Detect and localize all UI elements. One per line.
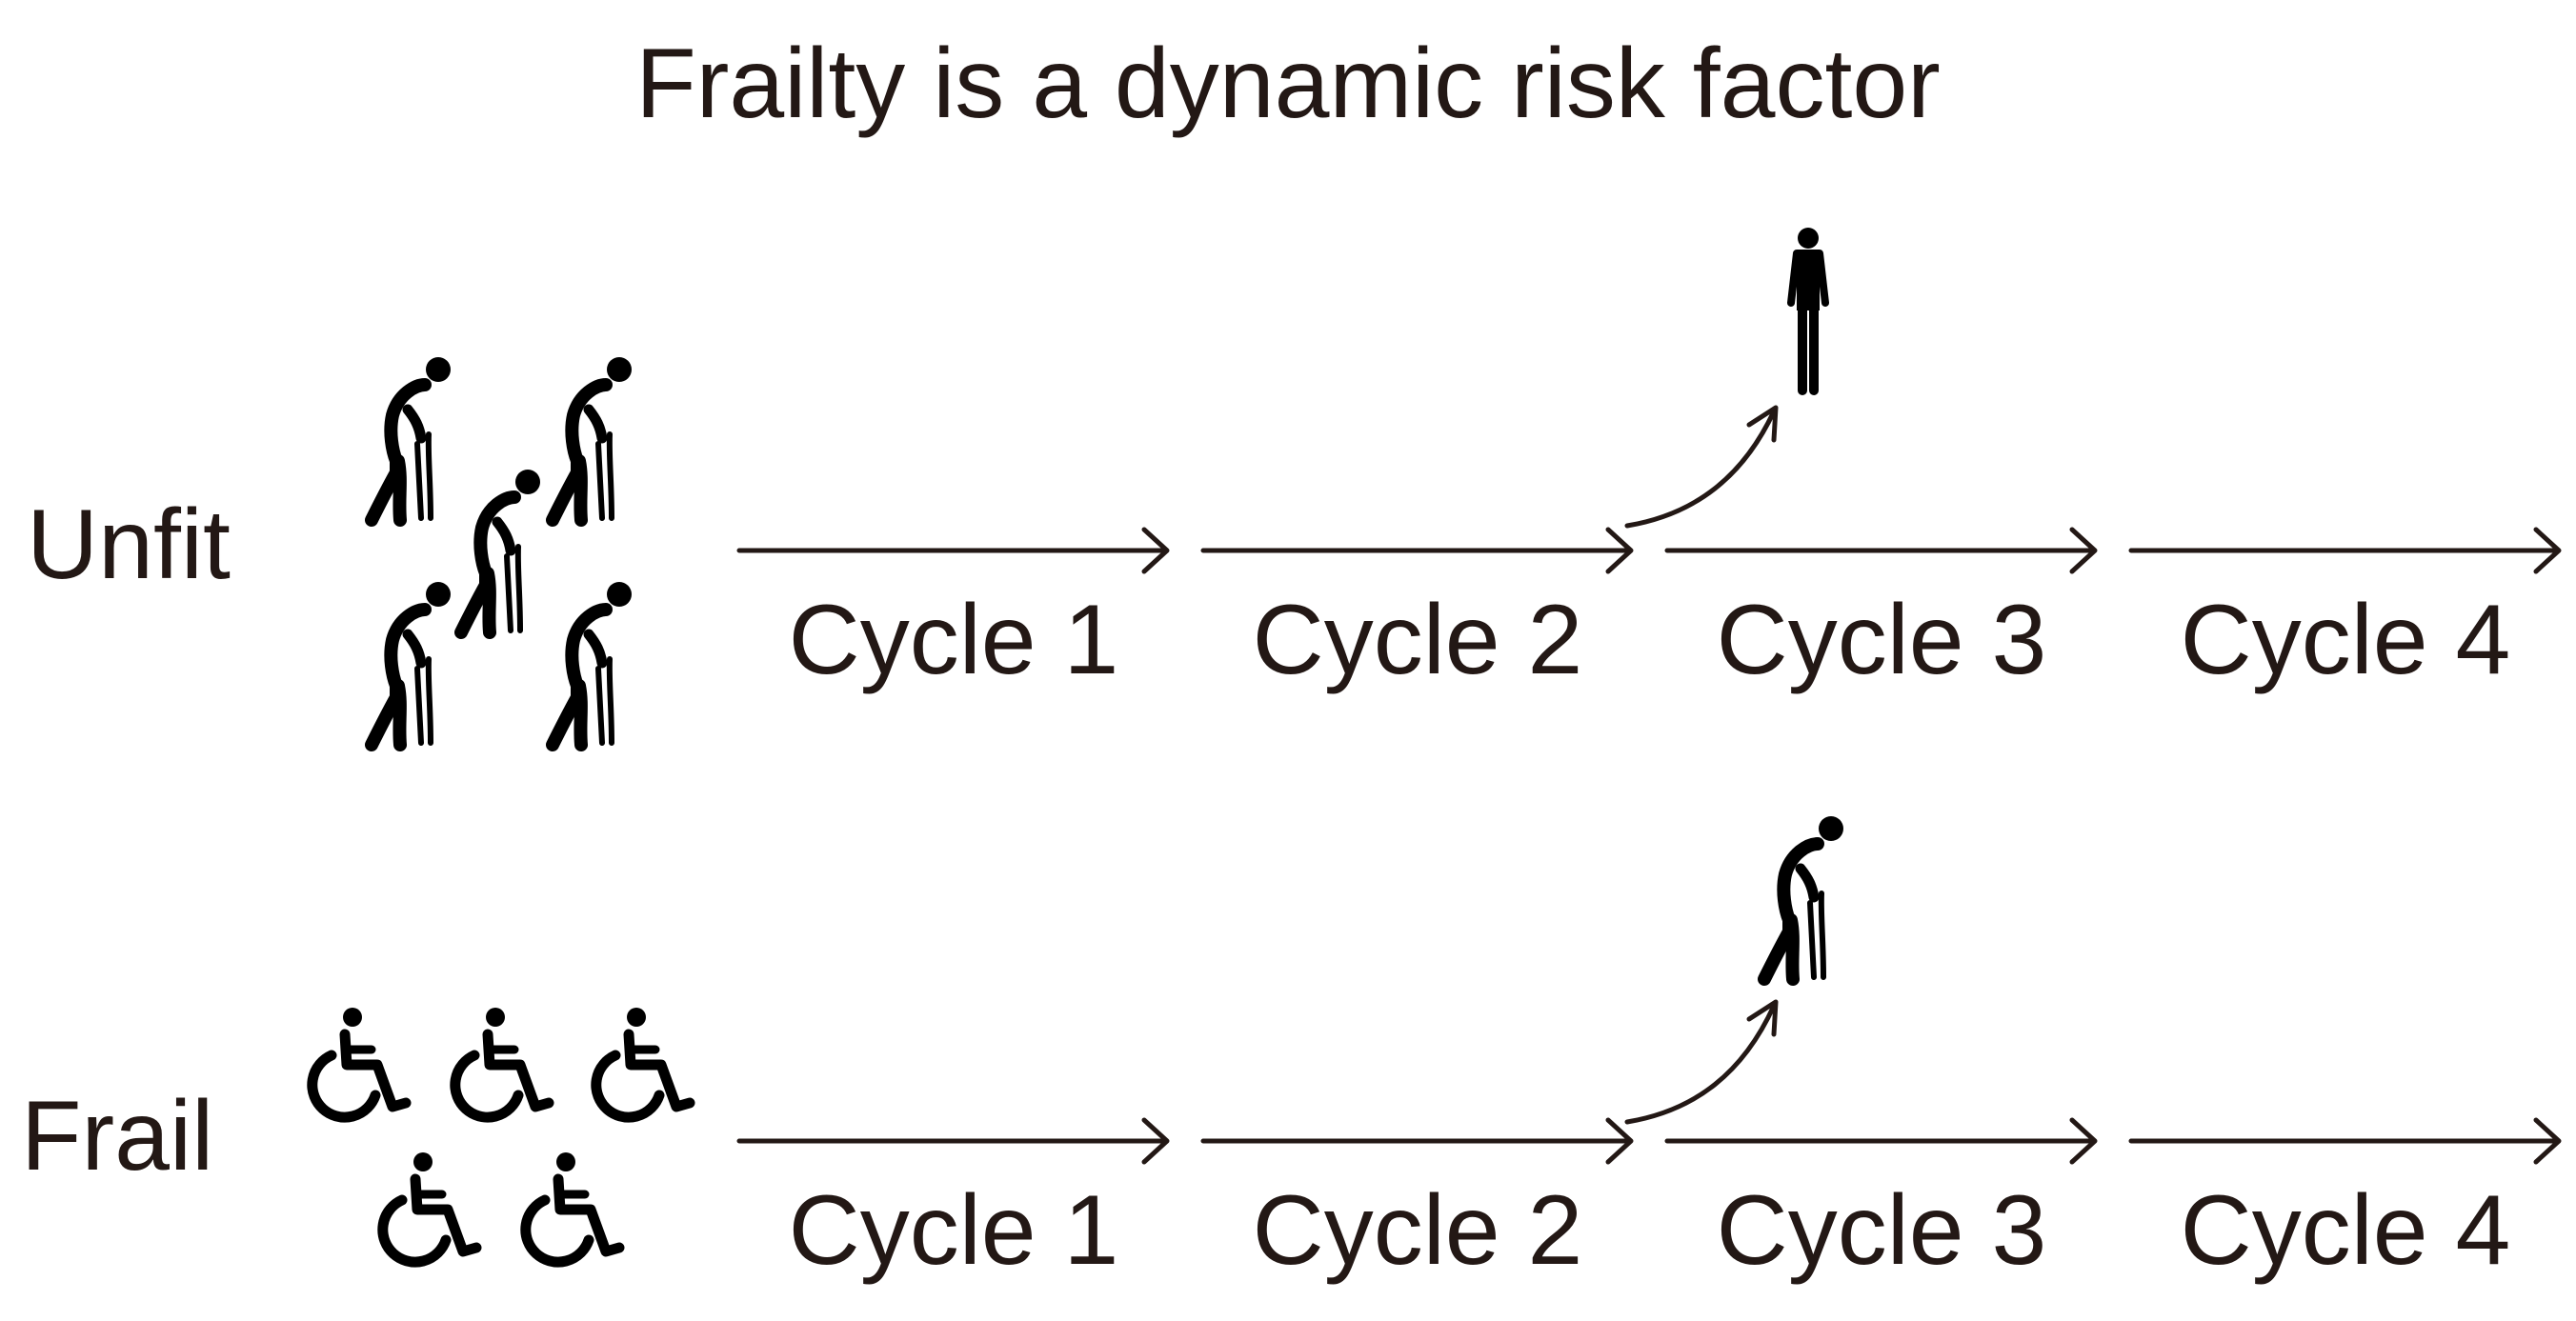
- frail-cycle-1-arrow: [736, 1117, 1170, 1165]
- unfit-cycle-4-arrow: [2128, 527, 2562, 574]
- unfit-person-2-icon: [553, 357, 632, 520]
- frail-person-2-icon: [455, 1008, 549, 1117]
- frail-cycle-3-label: Cycle 3: [1716, 1175, 2047, 1286]
- frail-cycle-2-label: Cycle 2: [1252, 1175, 1583, 1286]
- unfit-person-5-icon: [553, 582, 632, 745]
- unfit-cycle-2-arrow: [1200, 527, 1634, 574]
- unfit-cycle-4-label: Cycle 4: [2180, 585, 2511, 695]
- frail-cycle-4-arrow: [2128, 1117, 2562, 1165]
- frail-cycle-4-label: Cycle 4: [2180, 1175, 2511, 1286]
- unfit-cycle-2-label: Cycle 2: [1252, 585, 1583, 695]
- frail-person-4-icon: [383, 1152, 476, 1262]
- row-label-frail: Frail: [21, 1081, 214, 1191]
- frail-cycle-1-label: Cycle 1: [788, 1175, 1119, 1286]
- unfit-cycle-1-label: Cycle 1: [788, 585, 1119, 695]
- unfit-cycle-3-label: Cycle 3: [1716, 585, 2047, 695]
- unfit-person-1-icon: [372, 357, 451, 520]
- unfit-person-4-icon: [372, 582, 451, 745]
- row-label-unfit: Unfit: [27, 490, 231, 600]
- frail-improved-elderly-person-icon: [1764, 816, 1843, 979]
- frail-person-5-icon: [526, 1152, 619, 1262]
- frail-person-3-icon: [596, 1008, 690, 1117]
- diagram-title: Frailty is a dynamic risk factor: [635, 29, 1941, 139]
- unfit-cycle-1-arrow: [736, 527, 1170, 574]
- frail-person-1-icon: [312, 1008, 406, 1117]
- unfit-improved-standing-person-icon: [1791, 228, 1825, 390]
- frail-cycle-2-arrow: [1200, 1117, 1634, 1165]
- unfit-transition-arrow: [1624, 405, 1779, 529]
- unfit-person-3-icon: [461, 470, 540, 632]
- unfit-cycle-3-arrow: [1664, 527, 2098, 574]
- frail-transition-arrow: [1624, 999, 1779, 1125]
- frail-cycle-3-arrow: [1664, 1117, 2098, 1165]
